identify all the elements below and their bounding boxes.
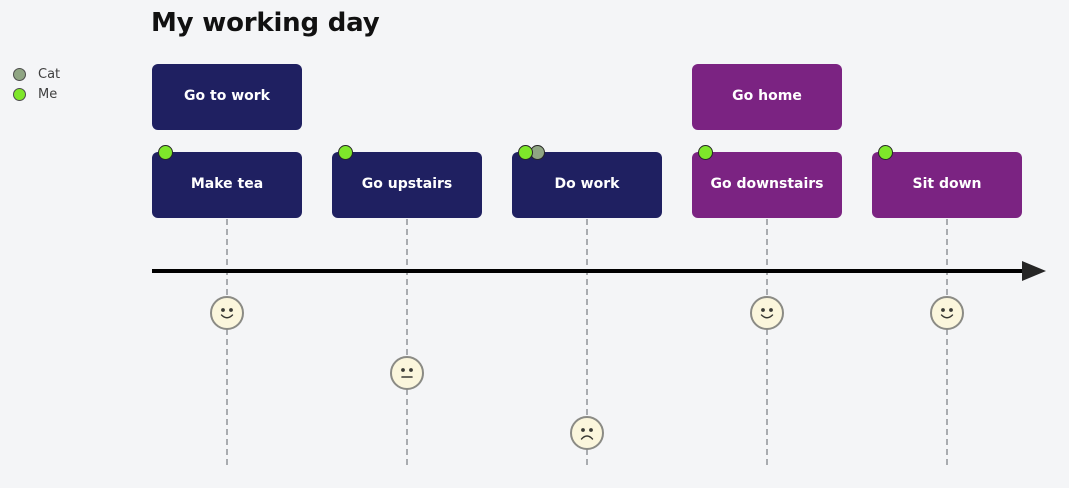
- participant-marker-me-icon: [518, 145, 533, 160]
- timeline-arrow-icon: [1022, 261, 1046, 281]
- activity-box-make-tea[interactable]: Make tea: [152, 145, 302, 218]
- activity-box-label: Go downstairs: [710, 176, 824, 193]
- activity-box-label: Do work: [554, 176, 620, 193]
- guide-line-4: [946, 219, 948, 465]
- activity-box-label: Go to work: [184, 88, 270, 105]
- legend-swatch-cat-icon: [13, 67, 26, 81]
- guide-line-3: [766, 219, 768, 465]
- legend-label-me: Me: [38, 86, 58, 102]
- timeline-axis: [152, 269, 1024, 273]
- guide-line-2: [586, 219, 588, 465]
- legend: Cat Me: [13, 64, 123, 104]
- activity-box-go-to-work[interactable]: Go to work: [152, 64, 302, 130]
- participant-marker-me-icon: [158, 145, 173, 160]
- mood-face-sad-icon: [570, 416, 604, 450]
- page-title: My working day: [151, 8, 380, 38]
- mood-face-happy-icon: [930, 296, 964, 330]
- participant-marker-me-icon: [698, 145, 713, 160]
- participant-marker-me-icon: [878, 145, 893, 160]
- guide-line-0: [226, 219, 228, 465]
- guide-line-1: [406, 219, 408, 465]
- activity-box-label: Sit down: [912, 176, 982, 193]
- legend-item-cat: Cat: [13, 64, 123, 84]
- activity-box-go-downstairs[interactable]: Go downstairs: [692, 145, 842, 218]
- activity-box-label: Go upstairs: [361, 176, 453, 193]
- activity-box-label: Make tea: [190, 176, 264, 193]
- activity-box-label: Go home: [732, 88, 802, 105]
- activity-box-go-upstairs[interactable]: Go upstairs: [332, 145, 482, 218]
- activity-box-go-home[interactable]: Go home: [692, 64, 842, 130]
- mood-face-neutral-icon: [390, 356, 424, 390]
- activity-box-do-work[interactable]: Do work: [512, 145, 662, 218]
- legend-swatch-me-icon: [13, 87, 26, 101]
- mood-face-happy-icon: [750, 296, 784, 330]
- legend-label-cat: Cat: [38, 66, 61, 82]
- activity-box-sit-down[interactable]: Sit down: [872, 145, 1022, 218]
- mood-face-happy-icon: [210, 296, 244, 330]
- participant-marker-me-icon: [338, 145, 353, 160]
- legend-item-me: Me: [13, 84, 123, 104]
